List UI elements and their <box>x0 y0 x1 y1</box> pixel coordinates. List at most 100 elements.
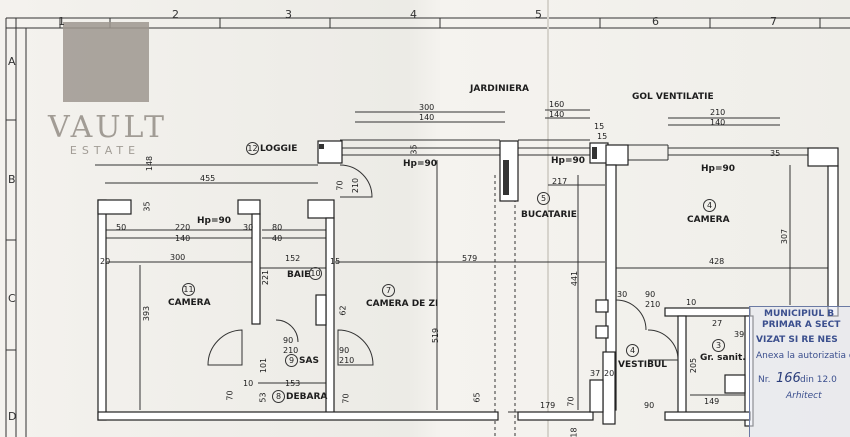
room-11-name: CAMERA <box>168 298 211 308</box>
room-4-name: CAMERA <box>687 215 730 225</box>
dim: 10 <box>243 379 254 388</box>
room-7-name: CAMERA DE ZI <box>366 299 439 309</box>
dim: 210 <box>283 346 299 355</box>
dim: 90 <box>644 401 655 410</box>
room-5-number: 5 <box>537 192 550 205</box>
dim: 15 <box>597 132 608 141</box>
dim: 90 <box>283 336 294 345</box>
stamp-line-1: MUNICIPIUL B <box>764 309 835 319</box>
grid-row-c: C <box>8 292 16 305</box>
dim: 140 <box>419 113 435 122</box>
grid-col-6: 6 <box>652 15 659 28</box>
dim: 210 <box>351 177 361 194</box>
dim: 70 <box>335 180 345 191</box>
grid-col-3: 3 <box>285 8 292 21</box>
grid-row-b: B <box>8 173 16 186</box>
dim: 152 <box>285 254 301 263</box>
dim: 53 <box>258 392 268 403</box>
room-8-name: DEBARA <box>286 392 328 402</box>
grid-row-d: D <box>8 410 17 423</box>
dim: 20 <box>100 257 111 266</box>
dim: 70 <box>566 396 576 407</box>
dim: 455 <box>200 174 216 183</box>
dim: 101 <box>259 357 269 374</box>
grid-col-5: 5 <box>535 8 542 21</box>
dim: 18 <box>569 427 579 437</box>
grid-col-7: 7 <box>770 15 777 28</box>
room-12-name: LOGGIE <box>260 144 298 154</box>
gol-ventilatie-label: GOL VENTILATIE <box>632 92 714 102</box>
dim: 307 <box>780 228 790 245</box>
dim: 40 <box>272 234 283 243</box>
stamp-line-5a: Nr. <box>758 375 771 385</box>
dim: 39 <box>734 330 745 339</box>
dim: 205 <box>689 357 699 374</box>
dim: 10 <box>686 298 697 307</box>
room-9-name: SAS <box>299 356 319 366</box>
stamp-line-5c: din 12.0 <box>800 375 837 385</box>
vestibul-number: 4 <box>626 344 639 357</box>
dim: 62 <box>338 305 348 316</box>
dim: 35 <box>409 144 419 155</box>
logo-brand: VAULT <box>47 110 168 145</box>
dim: 148 <box>145 155 155 172</box>
dim: 210 <box>710 108 726 117</box>
dim: 441 <box>570 270 580 287</box>
dim: 210 <box>339 356 355 365</box>
dim: 50 <box>116 223 127 232</box>
dim: 179 <box>540 401 556 410</box>
dim: 579 <box>462 254 478 263</box>
dim: 153 <box>285 379 301 388</box>
stamp-line-3: VIZAT SI RE NES <box>756 335 838 345</box>
hp-label-3: Hp=90 <box>701 164 736 174</box>
dim: 70 <box>341 393 351 404</box>
hp-label-1: Hp=90 <box>403 159 438 169</box>
dim: 90 <box>645 290 656 299</box>
room-3-number: 3 <box>712 339 725 352</box>
grid-row-a: A <box>8 55 16 68</box>
dim: 30 <box>617 290 628 299</box>
hp-label-4: Hp=90 <box>197 216 232 226</box>
vestibul-name: VESTIBUL <box>618 360 667 370</box>
dim: 140 <box>175 234 191 243</box>
grid-col-2: 2 <box>172 8 179 21</box>
dim: 35 <box>770 149 781 158</box>
dim: 30 <box>243 223 254 232</box>
vault-wheel-icon <box>63 22 149 102</box>
stamp-line-5b: 166 <box>776 371 801 386</box>
logo-subtitle: ESTATE <box>69 144 141 157</box>
dim: 27 <box>712 319 723 328</box>
dim: 35 <box>142 201 152 212</box>
dim: 90 <box>339 346 350 355</box>
dim: 15 <box>330 257 341 266</box>
dim: 149 <box>704 397 720 406</box>
stamp-line-4: Anexa la autorizatia de <box>756 351 850 361</box>
dim: 393 <box>142 305 152 322</box>
dim: 80 <box>272 223 283 232</box>
hp-label-2: Hp=90 <box>551 156 586 166</box>
room-3-name: Gr. sanit. <box>700 353 746 363</box>
dim: 15 <box>594 122 605 131</box>
room-8-number: 8 <box>272 390 285 403</box>
dim: 217 <box>552 177 568 186</box>
room-5-name: BUCATARIE <box>521 210 577 220</box>
room-7-number: 7 <box>382 284 395 297</box>
grid-col-1: 1 <box>58 15 65 28</box>
room-4-number: 4 <box>703 199 716 212</box>
room-12-number: 12 <box>246 142 259 155</box>
vault-estate-logo: VAULT ESTATE <box>40 22 180 162</box>
dim: 221 <box>261 269 271 286</box>
room-11-number: 11 <box>182 283 195 296</box>
stamp-line-6: Arhitect <box>786 391 822 401</box>
room-9-number: 9 <box>285 354 298 367</box>
dim: 140 <box>549 110 565 119</box>
dim: 140 <box>710 118 726 127</box>
dim: 37 <box>590 369 601 378</box>
dim: 428 <box>709 257 725 266</box>
room-10-name: BAIE <box>287 270 311 280</box>
stamp-line-2: PRIMAR A SECT <box>762 320 841 330</box>
dim: 160 <box>549 100 565 109</box>
dim: 210 <box>645 300 661 309</box>
